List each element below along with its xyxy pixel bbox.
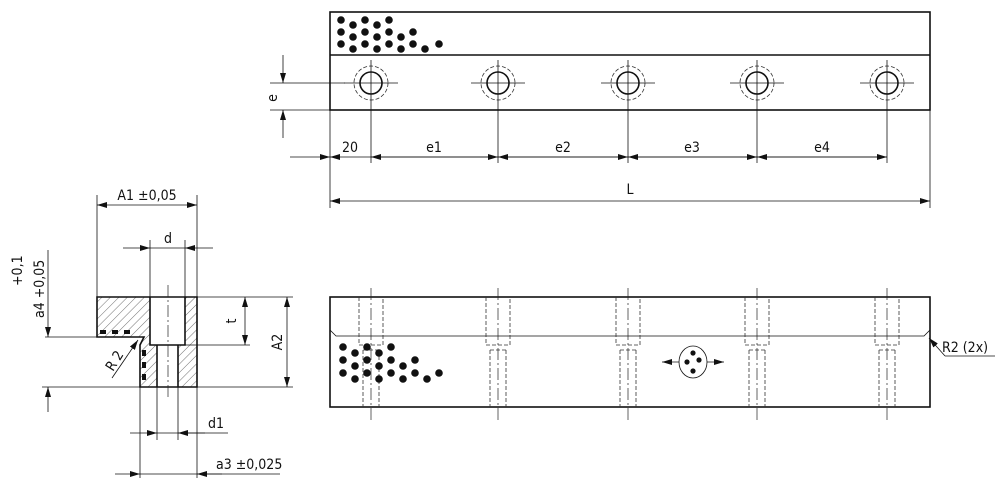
dim-d-label: d [164, 231, 172, 247]
mounting-holes-top [344, 60, 914, 163]
dim-e-label: e [265, 94, 281, 102]
lubricant-dot [385, 40, 393, 48]
lubricant-dot [337, 28, 345, 36]
chamfer-line [329, 329, 931, 337]
lubricant-dot [435, 40, 443, 48]
dim-t-label: t [224, 318, 240, 323]
radius-note: R2 (2x) [942, 340, 988, 356]
lubricant-dot [363, 369, 371, 377]
lubricant-dots-front [339, 343, 443, 383]
lubricant-dot [349, 33, 357, 41]
lubricant-dot [385, 16, 393, 24]
dim-A1-label: A1 ±0,05 [117, 188, 176, 204]
lubricant-dot [363, 343, 371, 351]
front-view: R2 (2x) [329, 288, 995, 420]
rail-outline-front [329, 296, 931, 408]
lubricant-dot [399, 375, 407, 383]
lubricant-dot [435, 369, 443, 377]
dim-a4-label: a4 +0,05 [32, 260, 48, 318]
lubricant-dot [385, 28, 393, 36]
dim-e2-label: e2 [555, 140, 571, 156]
lubricant-dot [349, 21, 357, 29]
top-view: e 20 e1 e2 e3 e4 L [265, 11, 931, 208]
lubricant-dot [361, 16, 369, 24]
lubricant-dot [337, 16, 345, 24]
lubricant-dot [361, 28, 369, 36]
lubricant-dot [339, 343, 347, 351]
lubricant-dot [351, 349, 359, 357]
bore-outline [149, 297, 186, 387]
dim-a3-label: a3 ±0,025 [216, 457, 282, 473]
lubricant-dot [397, 33, 405, 41]
cross-section: A1 ±0,05 d t A2 a4 +0,05 +0,1 R 2 d1 a3 … [10, 188, 293, 478]
lubricant-dot [361, 40, 369, 48]
lubricant-dot [375, 362, 383, 370]
dim-radius-label: R 2 [103, 348, 128, 374]
dim-A2-label: A2 [270, 334, 286, 351]
rail-outline-top [329, 11, 931, 111]
lubricant-dot [387, 343, 395, 351]
lubricant-dot [387, 369, 395, 377]
lubrication-symbol [662, 345, 724, 379]
lubricant-dot [349, 45, 357, 53]
lubricant-dot [409, 40, 417, 48]
lubricant-dot [373, 45, 381, 53]
lubricant-dot [375, 349, 383, 357]
lubricant-pockets [100, 330, 146, 380]
dim-e3-label: e3 [684, 140, 700, 156]
lubricant-dot [339, 369, 347, 377]
lubricant-dots-top [337, 16, 443, 53]
lubricant-dot [397, 45, 405, 53]
lubricant-dot [339, 356, 347, 364]
lubricant-dot [351, 362, 359, 370]
lubricant-dot [337, 40, 345, 48]
dim-first-label: 20 [342, 140, 358, 156]
dim-e1-label: e1 [426, 140, 442, 156]
lubricant-dot [399, 362, 407, 370]
lubricant-dot [411, 369, 419, 377]
dim-e4-label: e4 [814, 140, 830, 156]
lubricant-dot [411, 356, 419, 364]
lubricant-dot [373, 33, 381, 41]
section-outline [96, 296, 198, 388]
lubricant-dot [351, 375, 359, 383]
lubricant-dot [421, 45, 429, 53]
lubricant-dot [363, 356, 371, 364]
lubricant-dot [375, 375, 383, 383]
dim-length-label: L [626, 182, 633, 198]
lubricant-dot [373, 21, 381, 29]
counterbores-front [358, 288, 900, 420]
lubricant-dot [423, 375, 431, 383]
lubricant-dot [409, 28, 417, 36]
lubricant-dot [387, 356, 395, 364]
dim-a4-upper-tolerance: +0,1 [10, 255, 26, 286]
dim-d1-label: d1 [208, 416, 224, 432]
